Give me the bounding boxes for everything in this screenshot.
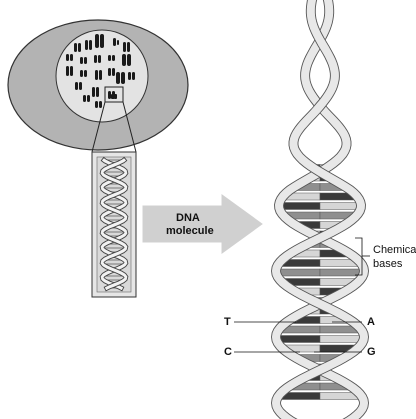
zoom-line-left <box>91 101 106 153</box>
chemical-bases-label-1: Chemical <box>373 244 416 256</box>
helix-strand <box>271 0 369 419</box>
mini-dna-helix <box>99 156 129 292</box>
base-block <box>275 268 321 277</box>
arrow-label-line-1: DNA <box>176 212 200 224</box>
base-block <box>319 202 362 210</box>
chemical-bases-label-2: bases <box>373 258 403 270</box>
chromosomes <box>66 34 135 108</box>
base-block <box>278 202 321 210</box>
dna-arrow <box>142 194 263 254</box>
base-G-label: G <box>367 346 376 358</box>
base-C-label: C <box>224 346 232 358</box>
helix-strand <box>99 156 129 292</box>
dna-double-helix <box>271 0 369 419</box>
base-T-label: T <box>224 316 231 328</box>
helix-strand <box>271 0 369 419</box>
zoom-line-right <box>122 101 137 153</box>
selection-box <box>104 86 124 103</box>
base-pairs <box>275 164 365 400</box>
base-A-label: A <box>367 316 375 328</box>
callout-lines <box>234 237 370 353</box>
arrow-label-line-2: molecule <box>166 225 214 237</box>
